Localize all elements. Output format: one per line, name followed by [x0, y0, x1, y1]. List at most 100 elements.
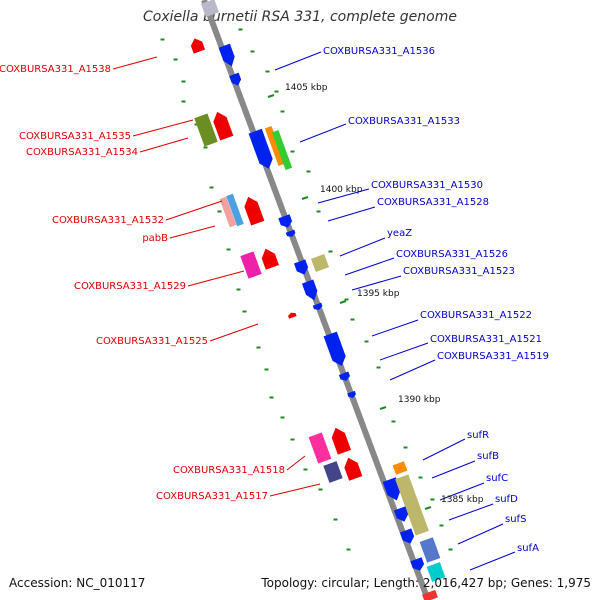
right-gene-label[interactable]: COXBURSA331_A1522 [420, 310, 532, 321]
gene-block [422, 589, 438, 600]
right-gene-label[interactable]: sufC [486, 473, 508, 484]
left-gene-label[interactable]: COXBURSA331_A1518 [173, 465, 285, 476]
tick-dot [328, 250, 333, 253]
tick-dot [209, 186, 214, 189]
label-leader-line [112, 56, 158, 70]
gene-arrow [312, 302, 323, 310]
tick-dot [160, 38, 165, 41]
right-gene-label[interactable]: sufD [495, 494, 518, 505]
tick-dot [280, 110, 285, 113]
tick-dot [418, 476, 423, 479]
left-gene-label[interactable]: COXBURSA331_A1517 [156, 491, 268, 502]
right-gene-label[interactable]: COXBURSA331_A1523 [403, 266, 515, 277]
scale-tick [339, 300, 347, 304]
scale-label: 1395 kbp [357, 289, 400, 299]
label-leader-line [299, 123, 347, 143]
gene-arrow [248, 128, 273, 169]
right-gene-label[interactable]: COXBURSA331_A1536 [323, 46, 435, 57]
right-gene-label[interactable]: COXBURSA331_A1521 [430, 334, 542, 345]
gene-labels: COXBURSA331_A1538COXBURSA331_A1535COXBUR… [0, 46, 549, 554]
right-gene-label[interactable]: sufR [467, 430, 489, 441]
gene-arrow [301, 279, 318, 301]
gene-arrow [278, 214, 293, 228]
gene-block [395, 474, 429, 536]
tick-dot [194, 123, 199, 126]
label-leader-line [431, 460, 476, 479]
left-gene-label[interactable]: COXBURSA331_A1535 [19, 131, 131, 142]
right-gene-label[interactable]: COXBURSA331_A1533 [348, 116, 460, 127]
tick-dot [364, 340, 369, 343]
map-title: Coxiella burnetii RSA 331, complete geno… [143, 9, 457, 25]
label-leader-line [389, 359, 436, 381]
gene-arrow [382, 477, 401, 501]
gene-arrow [338, 371, 350, 381]
gene-block [194, 113, 218, 147]
gene-arrow [213, 111, 234, 141]
gene-arrow [399, 528, 415, 544]
tick-dot [250, 50, 255, 53]
label-leader-line [327, 206, 376, 222]
tick-dot [448, 548, 453, 551]
right-gene-label[interactable]: sufA [517, 543, 539, 554]
right-gene-label[interactable]: COXBURSA331_A1528 [377, 197, 489, 208]
left-gene-label[interactable]: COXBURSA331_A1538 [0, 64, 111, 75]
label-leader-line [457, 523, 504, 545]
tick-dot [346, 548, 351, 551]
gene-arrow [244, 196, 265, 226]
scale-tick [301, 196, 309, 200]
label-leader-line [344, 257, 395, 276]
tick-dot [316, 210, 321, 213]
tick-dot [238, 28, 243, 31]
tick-dot [269, 396, 274, 399]
tick-dot [290, 438, 295, 441]
scale-tick [424, 506, 432, 510]
right-gene-label[interactable]: sufS [505, 514, 526, 525]
tick-dot [265, 70, 270, 73]
gene-arrow [218, 43, 235, 67]
tick-dot [318, 488, 323, 491]
gene-arrow [261, 248, 279, 270]
gene-block [201, 0, 219, 17]
gene-block [419, 537, 441, 563]
left-gene-label[interactable]: COXBURSA331_A1529 [74, 281, 186, 292]
scale-label: 1390 kbp [398, 395, 441, 405]
scale-label: 1405 kbp [285, 83, 328, 93]
label-leader-line [165, 200, 223, 221]
right-gene-label[interactable]: COXBURSA331_A1530 [371, 180, 483, 191]
gene-block [271, 130, 293, 170]
left-gene-label[interactable]: COXBURSA331_A1532 [52, 215, 164, 226]
tick-dot [306, 170, 311, 173]
left-gene-label[interactable]: COXBURSA331_A1525 [96, 336, 208, 347]
right-gene-label[interactable]: COXBURSA331_A1519 [437, 351, 549, 362]
genome-backbone [201, 0, 431, 600]
tick-dot [333, 518, 338, 521]
gene-arrow [331, 427, 352, 455]
label-leader-line [371, 319, 419, 337]
left-gene-label[interactable]: pabB [142, 233, 168, 244]
right-gene-label[interactable]: COXBURSA331_A1526 [396, 249, 508, 260]
tick-dot [217, 210, 222, 213]
tick-dot [264, 368, 269, 371]
accession-text: Accession: NC_010117 [9, 576, 146, 590]
label-leader-line [286, 455, 306, 471]
label-leader-line [469, 551, 516, 571]
gene-arrow [347, 390, 356, 398]
tick-dot [280, 416, 285, 419]
left-gene-label[interactable]: COXBURSA331_A1534 [26, 147, 138, 158]
tick-dot [181, 80, 186, 83]
right-gene-label[interactable]: yeaZ [387, 228, 412, 239]
gene-arrow [293, 259, 309, 275]
tick-dot [403, 446, 408, 449]
label-leaders [112, 51, 516, 571]
tick-dot [391, 420, 396, 423]
tick-dot [203, 146, 208, 149]
label-leader-line [132, 119, 194, 137]
gene-arrow [393, 506, 409, 522]
gene-block [323, 461, 343, 483]
label-leader-line [209, 323, 259, 342]
label-leader-line [139, 137, 189, 153]
gene-block [392, 461, 408, 475]
right-gene-label[interactable]: sufB [477, 451, 499, 462]
